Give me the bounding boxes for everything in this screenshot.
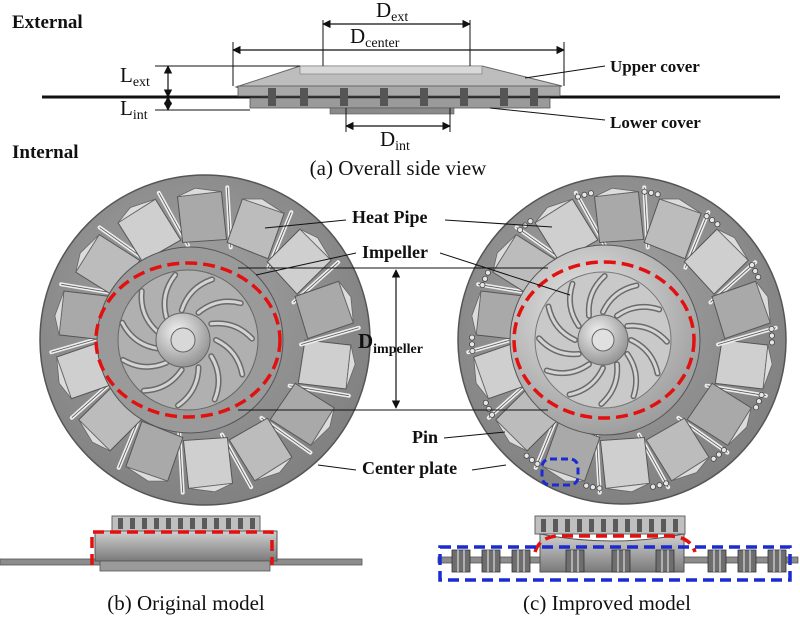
d-ext-label: Dext [376,0,408,25]
pin [589,484,596,491]
pin [758,391,765,398]
pin-label: Pin [412,427,438,447]
pin [587,190,594,197]
pin [748,262,755,269]
pin [703,213,710,220]
heat-pipe [259,382,335,455]
pin [528,456,535,463]
pin-block [767,549,787,573]
device-side-profile [234,65,563,115]
pin [755,398,762,405]
external-label: External [12,12,83,33]
pin [469,334,476,341]
impeller-label: Impeller [362,242,428,262]
original-top-view [39,174,371,506]
pin [641,188,648,195]
pin [489,411,496,418]
pin [596,485,603,492]
pin [768,339,775,346]
pin [534,460,541,467]
heat-pipe [533,410,601,482]
heat-pipe [116,410,184,482]
l-int-label: Lint [120,96,148,123]
pin [710,455,717,462]
heat-pipe [534,190,607,263]
pin [484,269,491,276]
pin [583,482,590,489]
pin-blocks-right [451,549,787,573]
pin [517,226,524,233]
pin-highlight-box [540,457,580,487]
pin [752,268,759,275]
improved-top-view [457,175,787,505]
impeller-blades-left [119,271,255,409]
heat-pipe [294,280,361,347]
pins-outline-improved [438,545,792,582]
caption-b: (b) Original model [107,591,265,615]
impeller-outline-original [90,530,274,565]
pin [469,348,476,355]
heat-pipe [266,228,341,305]
heat-pipe [637,417,710,490]
improved-model-side-view [437,515,799,582]
pin [715,451,722,458]
pin [581,191,588,198]
pin [753,404,760,411]
heat-pipe [117,190,190,263]
pin [574,193,581,200]
pin [482,275,489,282]
heat-pipe [711,280,778,347]
heat-pipe [226,198,294,270]
pin-block [451,549,471,573]
pin-block [511,549,531,573]
pin [482,399,489,406]
pin [720,447,727,454]
upper-cover-label: Upper cover [610,57,700,76]
pin [654,191,661,198]
component-labels: Heat Pipe Impeller Pin Center plate [255,207,571,478]
pin [523,452,530,459]
d-impeller-label: Dimpeller [358,329,423,357]
pin [768,332,775,339]
pin [485,405,492,412]
d-center-label: Dcenter [350,24,400,51]
pins-right [469,188,775,492]
pin-block [655,549,675,573]
impeller-boundary-right [512,260,696,420]
heat-pipe-ring-left [49,185,361,495]
heat-pipe [593,185,650,250]
heat-pipe-label: Heat Pipe [352,207,427,227]
pin [479,282,486,289]
d-int-label: Dint [380,127,410,154]
d-impeller-dimension: Dimpeller [238,267,548,411]
caption-a: (a) Overall side view [310,156,488,180]
pin [648,189,655,196]
pin-block [611,549,631,573]
caption-c: (c) Improved model [523,591,691,615]
pin-block [481,549,501,573]
pin [527,218,534,225]
center-plate-label: Center plate [362,458,457,478]
overall-side-view-panel: External Internal Dext Dcent [12,0,780,180]
l-ext-label: Lext [120,63,150,90]
pin-block [707,549,727,573]
pin [469,341,476,348]
pin [663,480,670,487]
impeller-boundary-left [94,261,282,419]
pin [714,221,721,228]
lower-cover-label: Lower cover [610,113,701,132]
pin [709,217,716,224]
impeller-outline-improved [533,534,697,553]
pin-block [565,549,585,573]
original-model-side-view [0,515,363,572]
pin [768,325,775,332]
pin [755,274,762,281]
impeller-blades-right [536,273,670,407]
pin [656,482,663,489]
pin-block [737,549,757,573]
pin [650,483,657,490]
internal-label: Internal [12,142,79,163]
